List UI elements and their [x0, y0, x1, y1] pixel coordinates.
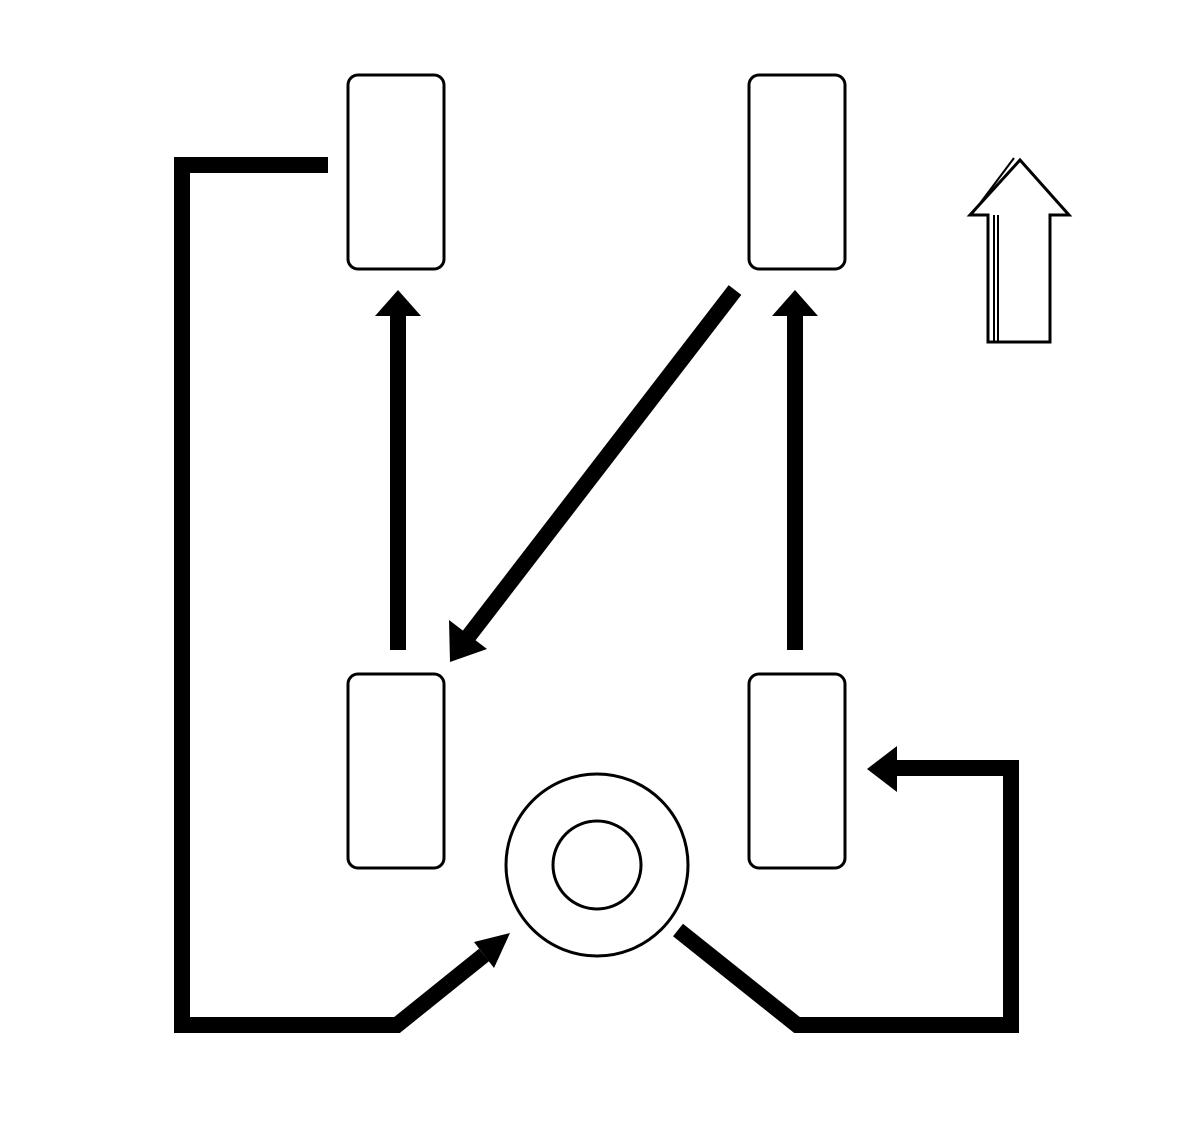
tire-rear-right: [747, 672, 847, 870]
arrow-front-left-to-spare: [174, 157, 510, 1033]
arrow-rear-right-to-front-right: [772, 290, 818, 650]
up-arrow-icon: [966, 157, 1073, 344]
arrow-rear-left-to-front-left: [375, 290, 421, 650]
tire-front-left: [346, 73, 446, 271]
arrow-front-right-to-rear-left: [449, 285, 742, 662]
tire-rear-left: [346, 672, 446, 870]
spare-tire: [504, 772, 690, 958]
arrow-spare-to-rear-right: [673, 746, 1019, 1033]
tire-front-right: [747, 73, 847, 271]
